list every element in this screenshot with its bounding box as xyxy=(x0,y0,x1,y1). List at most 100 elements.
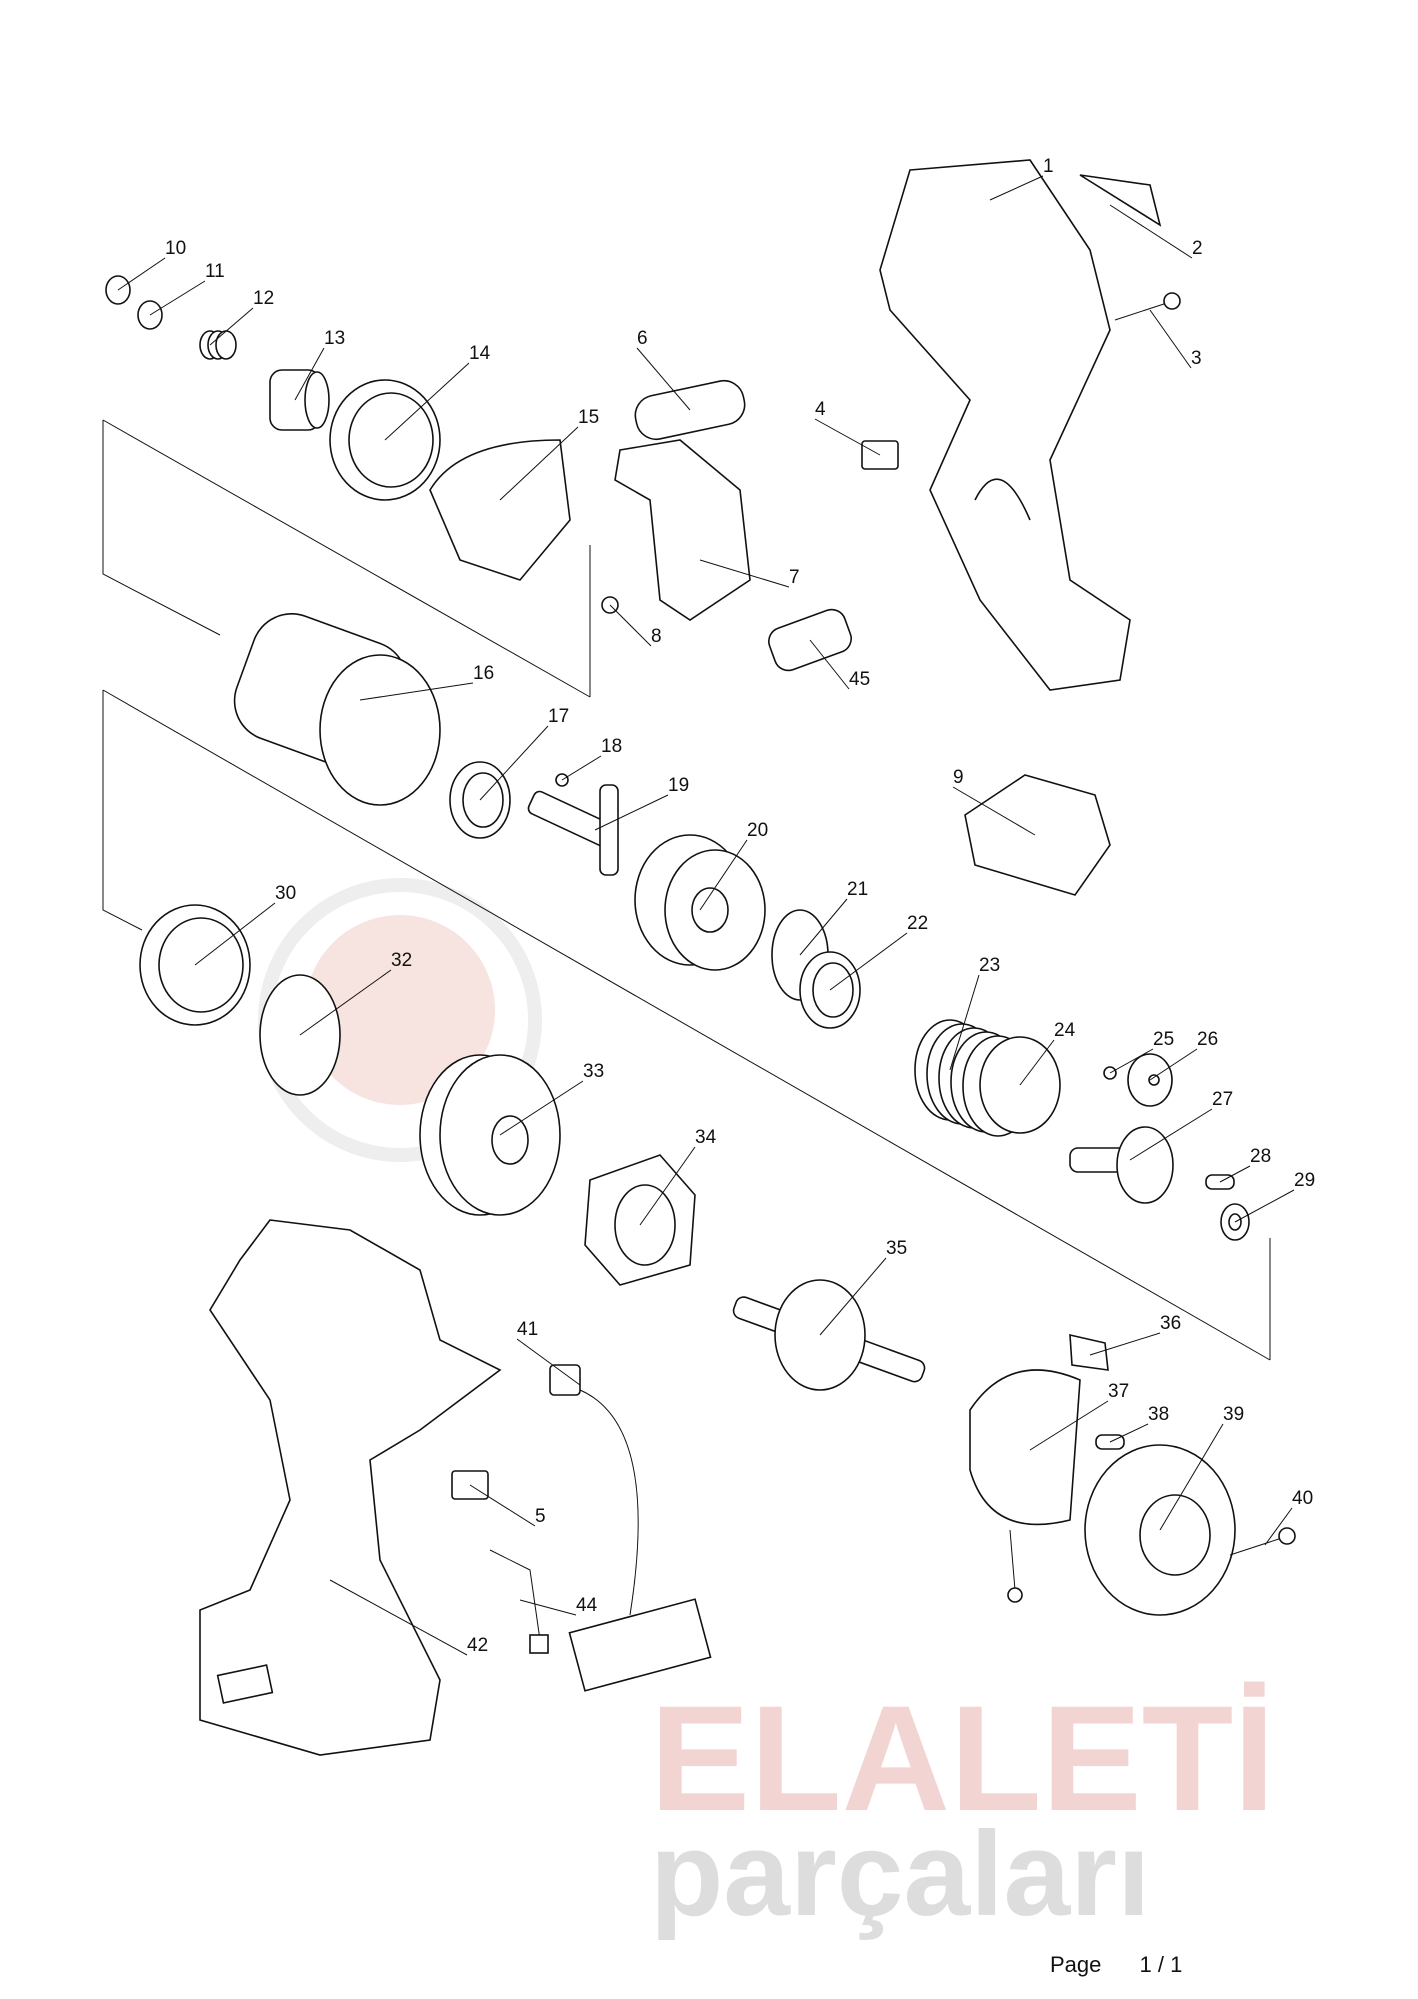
leader-line xyxy=(636,347,691,411)
part-label: 35 xyxy=(886,1238,907,1259)
part-label: 22 xyxy=(907,913,928,934)
leader-line xyxy=(814,418,881,456)
leader-line xyxy=(561,755,602,781)
leader-line xyxy=(1159,1423,1224,1531)
leader-line xyxy=(1019,1039,1055,1086)
leader-line xyxy=(479,725,549,801)
leader-line xyxy=(469,1484,536,1527)
part-label: 25 xyxy=(1153,1029,1174,1050)
leader-line xyxy=(1109,1423,1149,1443)
part-label: 41 xyxy=(517,1319,538,1340)
leader-line xyxy=(989,175,1044,201)
leader-line xyxy=(299,969,392,1036)
leader-line xyxy=(294,347,325,401)
part-label: 42 xyxy=(467,1635,488,1656)
part-label: 37 xyxy=(1108,1381,1129,1402)
watermark-line1: ELALETİ xyxy=(650,1674,1275,1842)
leader-line xyxy=(359,682,474,701)
part-39 xyxy=(1084,1444,1236,1616)
leader-line xyxy=(149,280,206,316)
part-label: 29 xyxy=(1294,1170,1315,1191)
part-label: 34 xyxy=(695,1127,717,1148)
part-label: 36 xyxy=(1160,1313,1181,1334)
part-36 xyxy=(1069,1333,1109,1371)
parts xyxy=(105,159,1296,1756)
part-label: 24 xyxy=(1054,1020,1076,1041)
leader-line xyxy=(1149,309,1192,369)
part-label: 11 xyxy=(205,261,225,282)
leader-line xyxy=(1234,1189,1295,1223)
part-label: 20 xyxy=(747,820,768,841)
leader-line xyxy=(117,257,166,291)
part-15 xyxy=(429,439,571,581)
leader-line xyxy=(1109,204,1193,259)
part-label: 9 xyxy=(953,767,964,788)
leader-line xyxy=(699,559,790,588)
part-label: 12 xyxy=(253,288,274,309)
leader-line xyxy=(499,1080,584,1136)
part-label: 27 xyxy=(1212,1089,1233,1110)
part-40 xyxy=(1229,1527,1296,1556)
page-label: Page xyxy=(1050,1952,1102,1977)
part-20 xyxy=(634,834,766,971)
part-label: 23 xyxy=(979,955,1000,976)
leader-line xyxy=(384,362,470,441)
part-12 xyxy=(199,330,237,360)
leader-line xyxy=(194,902,276,966)
part-label: 10 xyxy=(165,238,186,259)
leader-line xyxy=(949,974,980,1071)
part-19 xyxy=(527,784,619,876)
part-label: 1 xyxy=(1043,156,1054,177)
leader-line xyxy=(639,1146,696,1226)
part-2 xyxy=(1079,174,1162,227)
page-number: 1 / 1 xyxy=(1139,1952,1183,1977)
part-label: 40 xyxy=(1292,1488,1313,1509)
part-41 xyxy=(549,1364,712,1692)
leader-line xyxy=(1264,1507,1293,1546)
part-35 xyxy=(732,1279,926,1391)
leader-line xyxy=(1149,1048,1198,1081)
part-label: 15 xyxy=(578,407,599,428)
watermark-line2: parçaları xyxy=(650,1807,1150,1941)
leader-line xyxy=(829,932,908,991)
part-label: 21 xyxy=(847,879,868,900)
leader-line xyxy=(594,794,669,831)
part-33 xyxy=(419,1054,561,1216)
leader-line xyxy=(1129,1108,1213,1161)
leader-line xyxy=(209,307,254,346)
part-label: 26 xyxy=(1197,1029,1218,1050)
part-27 xyxy=(1069,1126,1174,1204)
part-label: 17 xyxy=(548,706,569,727)
part-label: 2 xyxy=(1192,238,1203,259)
leader-line xyxy=(1089,1332,1161,1356)
leader-line xyxy=(819,1257,887,1336)
part-9 xyxy=(964,774,1111,896)
part-label: 5 xyxy=(535,1506,546,1527)
part-42 xyxy=(199,1219,502,1756)
leader-line xyxy=(1029,1400,1109,1451)
part-7 xyxy=(614,439,751,621)
leader-line xyxy=(609,604,652,647)
part-3 xyxy=(1114,292,1181,321)
part-label: 14 xyxy=(469,343,491,364)
part-label: 33 xyxy=(583,1061,604,1082)
part-label: 3 xyxy=(1191,348,1202,369)
leader-line xyxy=(1109,1048,1154,1074)
part-37 xyxy=(969,1369,1081,1603)
leader-line xyxy=(329,1579,468,1656)
leader-line xyxy=(952,786,1036,836)
part-label: 19 xyxy=(668,775,689,796)
leader-line xyxy=(809,639,850,690)
assembly-frame-lines xyxy=(102,419,1271,1361)
part-34 xyxy=(584,1154,696,1286)
part-label: 44 xyxy=(576,1595,598,1616)
watermark: ELALETİ parçaları xyxy=(258,878,1275,1941)
part-label: 28 xyxy=(1250,1146,1271,1167)
part-label: 8 xyxy=(651,626,662,647)
part-label: 18 xyxy=(601,736,622,757)
leader-line xyxy=(1219,1165,1251,1183)
part-label: 7 xyxy=(789,567,800,588)
page-footer: Page 1 / 1 xyxy=(1050,1952,1182,1978)
